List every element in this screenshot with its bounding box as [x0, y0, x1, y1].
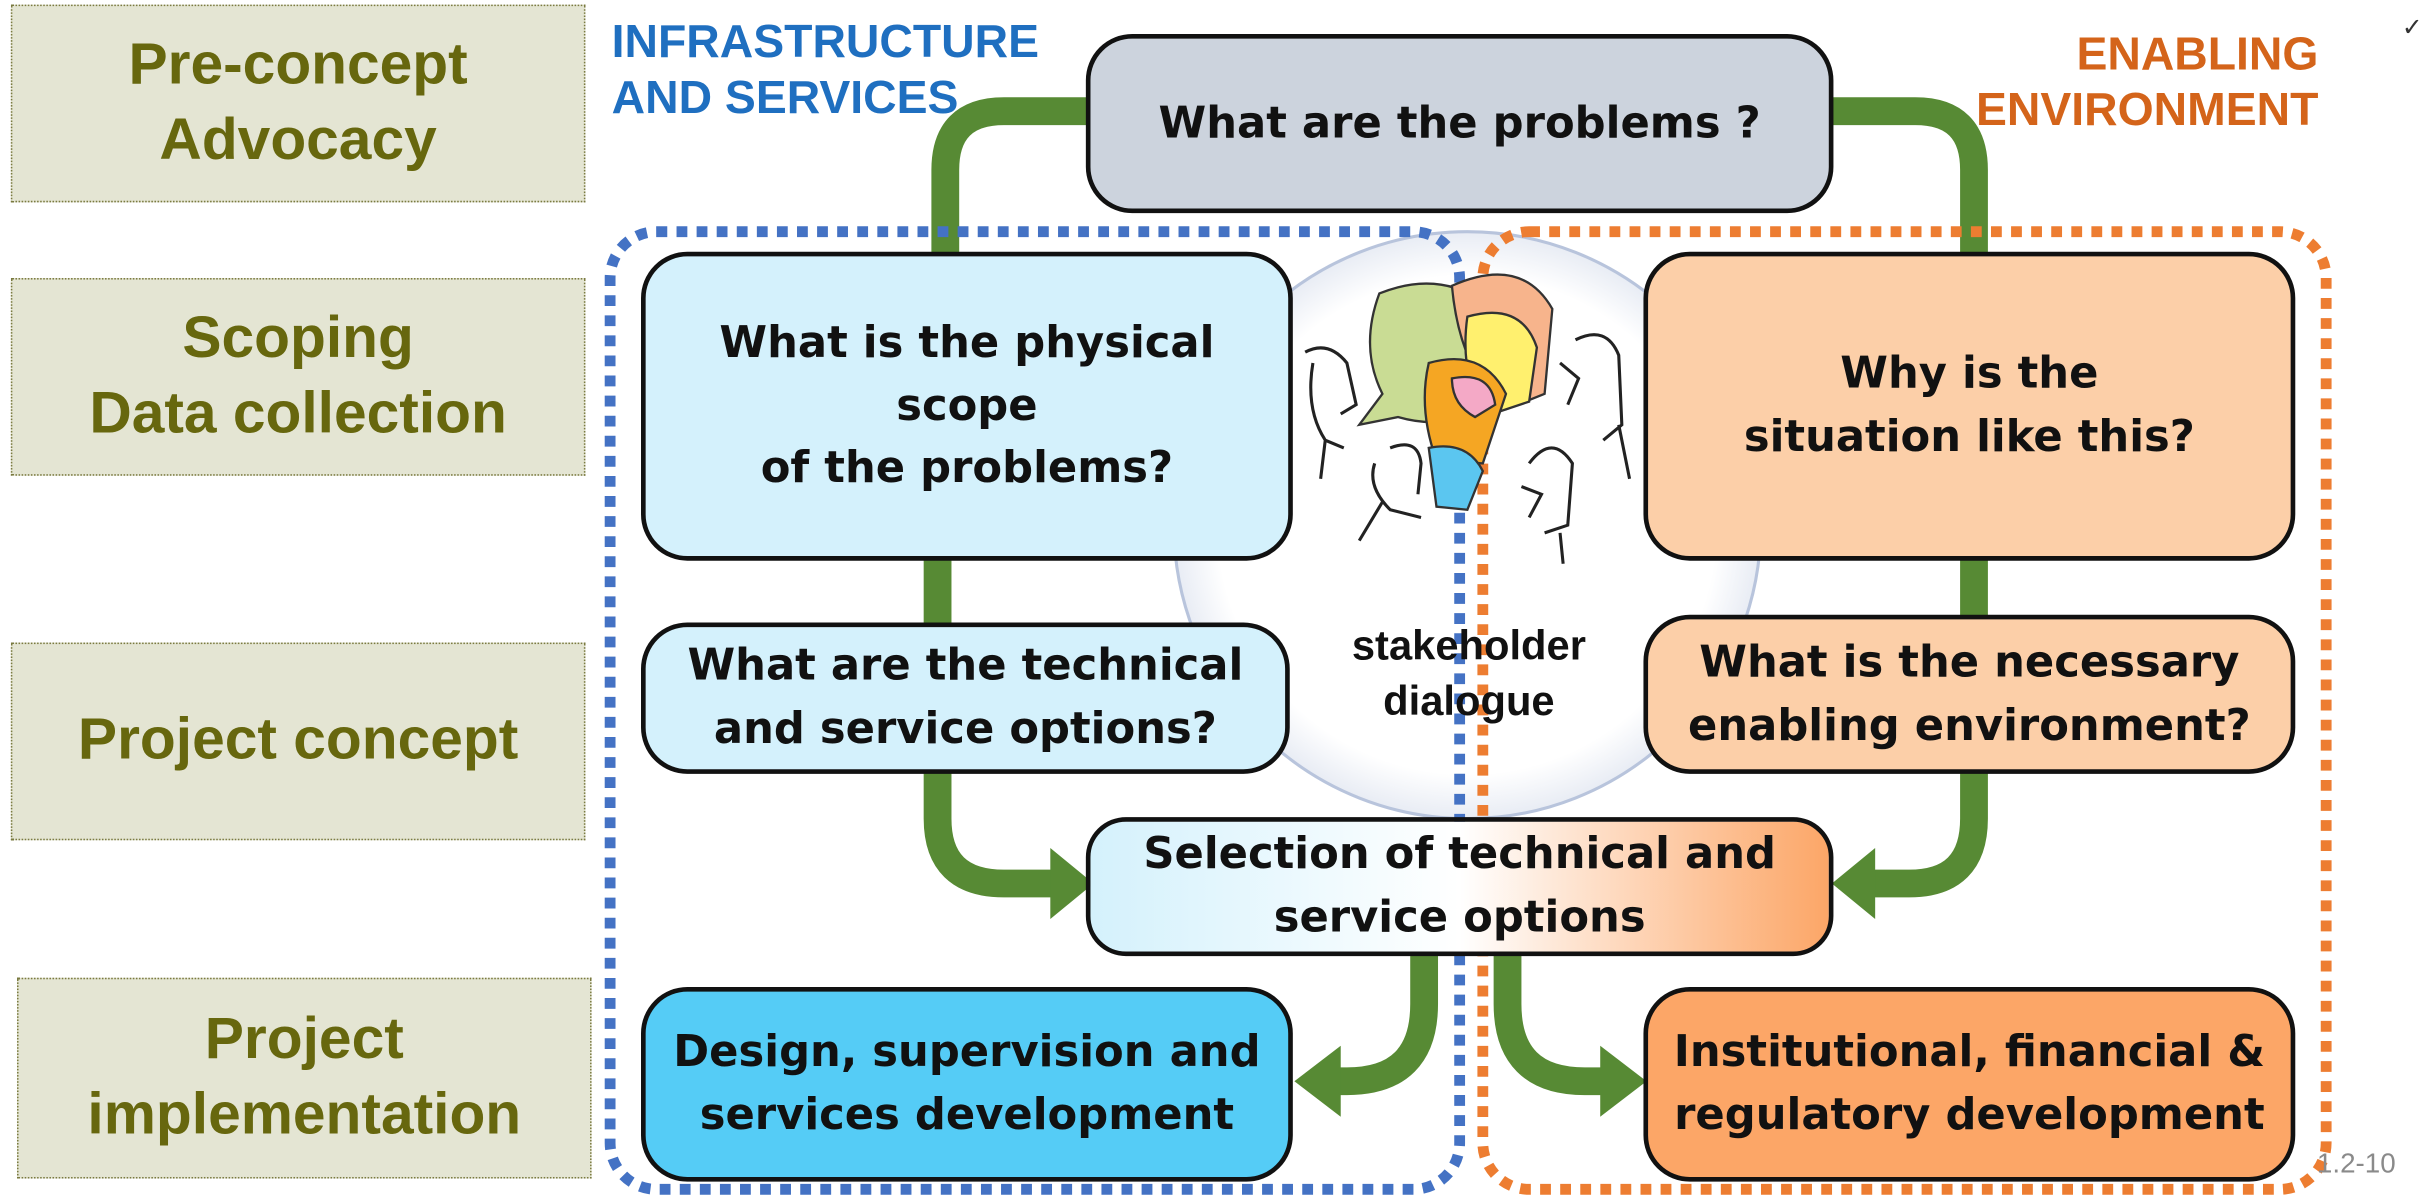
arrow-enabling-to-selection: [1865, 772, 1988, 898]
arrow-problems-to-scope: [931, 97, 1091, 263]
arrowhead-selection-to-design: [1294, 1045, 1341, 1117]
phase-project-concept: Project concept: [10, 642, 586, 841]
stakeholders-illustration: [1304, 273, 1632, 564]
box-physical-scope: What is the physical scope of the proble…: [641, 251, 1293, 561]
header-enabling-environment: ENABLING ENVIRONMENT: [1976, 29, 2319, 136]
flow-arrows: [923, 97, 1988, 1096]
box-why-situation: Why is the situation like this?: [1643, 251, 2296, 561]
box-selection: Selection of technical and service optio…: [1085, 817, 1834, 957]
arrowhead-tech-to-selection: [1050, 847, 1094, 920]
phase-scoping: Scoping Data collection: [10, 278, 586, 476]
enabling-region: [1477, 226, 2332, 1195]
arrow-heads: [1050, 847, 1876, 1117]
arrow-selection-to-design: [1331, 949, 1439, 1096]
corner-check-mark: ✓: [2401, 15, 2422, 42]
stakeholder-dialogue-label: stakeholder dialogue: [1351, 622, 1586, 726]
box-problems: What are the problems ?: [1085, 33, 1834, 214]
arrowhead-enabling-to-selection: [1831, 847, 1876, 920]
box-design: Design, supervision and services develop…: [641, 986, 1293, 1182]
phase-implementation: Project implementation: [16, 977, 592, 1179]
arrow-tech-to-selection: [923, 772, 1059, 898]
box-enabling-environment: What is the necessary enabling environme…: [1643, 614, 2296, 774]
slide-number: 1.2-10: [2316, 1147, 2396, 1179]
header-infrastructure: INFRASTRUCTURE AND SERVICES: [611, 16, 1039, 124]
phase-pre-concept: Pre-concept Advocacy: [10, 4, 586, 203]
box-tech-options: What are the technical and service optio…: [641, 622, 1290, 774]
arrow-problems-to-why: [1831, 97, 1988, 263]
box-institutional: Institutional, financial & regulatory de…: [1643, 986, 2296, 1182]
arrow-selection-to-institutional: [1493, 949, 1607, 1096]
arrowhead-selection-to-institutional: [1600, 1045, 1647, 1117]
